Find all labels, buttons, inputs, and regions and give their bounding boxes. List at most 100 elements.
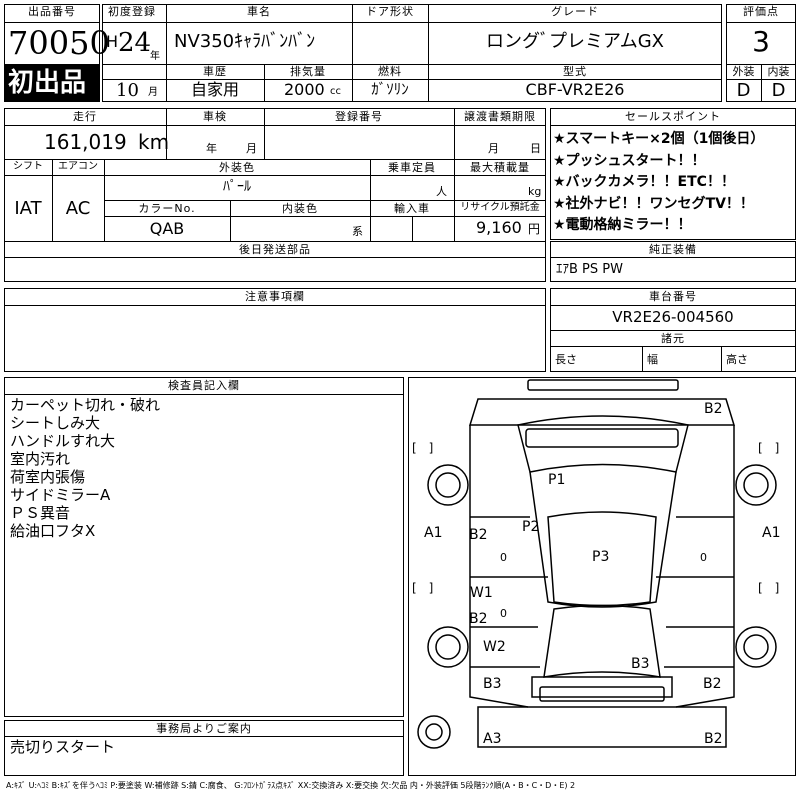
- wiper-area: [525, 428, 679, 448]
- height-label: 高さ: [726, 353, 748, 366]
- reg-year: 24: [118, 28, 152, 58]
- front-left-wheel: [427, 464, 469, 506]
- tail-lamp-area: [539, 686, 665, 702]
- reg-month: 10: [116, 80, 139, 101]
- diagram-box: [408, 377, 796, 776]
- details-box: [4, 108, 546, 282]
- sales-box: [550, 108, 796, 240]
- mark-zero-1: 0: [500, 551, 507, 564]
- roof-inner: [547, 511, 657, 607]
- insp-month-unit: 月: [246, 142, 257, 155]
- rear-doors: [531, 676, 673, 698]
- front-bumper: [527, 379, 679, 391]
- recycle-label: リサイクル預託金: [460, 202, 540, 213]
- shift-label: シフト: [13, 161, 43, 172]
- notes-box: [4, 288, 546, 372]
- ext-color-label: 外装色: [219, 161, 255, 174]
- sales-point: ★社外ナビ！！ワンセグTV！！: [553, 195, 754, 212]
- car-name-label: 車名: [247, 5, 271, 18]
- mark-a1-right: A1: [762, 525, 781, 541]
- history: 自家用: [190, 80, 239, 99]
- transfer-day-unit: 日: [530, 142, 541, 155]
- rear-bumper: [477, 706, 727, 748]
- front-right-wheel: [735, 464, 777, 506]
- lot-label: 出品番号: [28, 5, 76, 18]
- inspection-label: 車検: [203, 110, 227, 123]
- sales-point: ★プッシュスタート！！: [553, 152, 706, 169]
- roof: [529, 471, 677, 608]
- mark-b3-mid: B3: [631, 656, 650, 672]
- fuel-label: 燃料: [378, 65, 402, 78]
- office-box: [4, 720, 404, 776]
- mark-bracket-tl: [ ]: [412, 441, 434, 455]
- ext-score: D: [736, 80, 751, 101]
- chassis-number: VR2E26-004560: [612, 308, 734, 326]
- grade-label: グレード: [551, 5, 599, 18]
- shift: IAT: [14, 198, 42, 219]
- sales-point: ★電動格納ミラー！！: [553, 217, 692, 233]
- notes-label: 注意事項欄: [245, 290, 305, 303]
- equipment-box: [550, 241, 796, 282]
- first-listing-text: 初出品: [8, 68, 87, 98]
- lot-number: 70050: [8, 24, 110, 62]
- mark-p1: P1: [548, 472, 566, 488]
- mark-b2-right: B2: [703, 676, 722, 692]
- mark-zero-3: 0: [500, 607, 507, 620]
- load-label: 最大積載量: [470, 161, 530, 174]
- reg-no-label: 登録番号: [335, 110, 383, 123]
- capacity-label: 乗車定員: [388, 161, 436, 174]
- recycle-amount: 9,160: [476, 218, 522, 237]
- mark-bracket-tr: [ ]: [758, 441, 780, 455]
- score-label: 評価点: [743, 5, 779, 18]
- spare-wheel: [417, 715, 451, 749]
- transfer-month-unit: 月: [488, 142, 499, 155]
- lot-box: [4, 4, 100, 102]
- mark-b2-bottom: B2: [704, 731, 723, 747]
- color-no: QAB: [149, 219, 185, 238]
- int-color-unit: 系: [352, 225, 363, 238]
- displacement: 2000: [284, 80, 325, 99]
- int-score: D: [771, 80, 786, 101]
- office-label: 事務局よりご案内: [156, 722, 252, 735]
- legend: A:ｷｽﾞ U:ﾍｺﾐ B:ｷｽﾞを伴うﾍｺﾐ P:要塗装 W:補修跡 S:錆 …: [6, 781, 576, 790]
- capacity-unit: 人: [436, 185, 447, 198]
- chassis-label: 車台番号: [649, 290, 697, 303]
- grade: ロングﾞプレミアムGX: [485, 31, 665, 52]
- office-note: 売切りスタート: [10, 738, 116, 756]
- left-rear-panel: [470, 626, 540, 668]
- insp-year-unit: 年: [206, 142, 217, 155]
- mark-b2-left-2: B2: [469, 611, 488, 627]
- right-rear-panel: [664, 626, 734, 668]
- recycle-unit: 円: [528, 222, 541, 236]
- import-label: 輸入車: [394, 202, 430, 215]
- equipment: ｴｱB PS PW: [556, 262, 623, 277]
- mileage-unit: km: [138, 130, 170, 154]
- disp-unit: cc: [330, 86, 341, 97]
- mark-a3: A3: [483, 731, 502, 747]
- vehicle-diagram: [417, 379, 777, 749]
- equipment-label: 純正装備: [649, 243, 697, 256]
- mark-b2-top: B2: [704, 401, 723, 417]
- fuel: ｶﾞｿﾘﾝ: [371, 80, 409, 98]
- month-unit: 月: [148, 87, 158, 98]
- score: 3: [752, 25, 770, 58]
- inspector-label: 検査員記入欄: [168, 379, 240, 392]
- door-label: ドア形状: [366, 5, 414, 18]
- sales-points: ★スマートキー×2個（1個後日） ★プッシュスタート！！ ★バックカメラ！！ET…: [553, 129, 795, 237]
- mark-zero-2: 0: [700, 551, 707, 564]
- rear-left-wheel: [427, 626, 469, 668]
- mark-a1-left: A1: [424, 525, 443, 541]
- history-label: 車歴: [203, 65, 227, 78]
- inspector-line: 荷室内張傷: [10, 468, 86, 486]
- inspector-box: [4, 377, 404, 717]
- left-side-outline: [469, 425, 529, 708]
- mark-bracket-mr: [ ]: [758, 581, 780, 595]
- left-front-door: [470, 516, 548, 578]
- sales-point: ★バックカメラ！！ETC！！: [553, 174, 735, 190]
- mark-p3: P3: [592, 549, 610, 565]
- mark-bracket-ml: [ ]: [412, 581, 434, 595]
- model: CBF-VR2E26: [525, 80, 625, 99]
- transfer-label: 譲渡書類期限: [464, 110, 536, 123]
- rear-right-wheel: [735, 626, 777, 668]
- dims-label: 諸元: [661, 332, 685, 345]
